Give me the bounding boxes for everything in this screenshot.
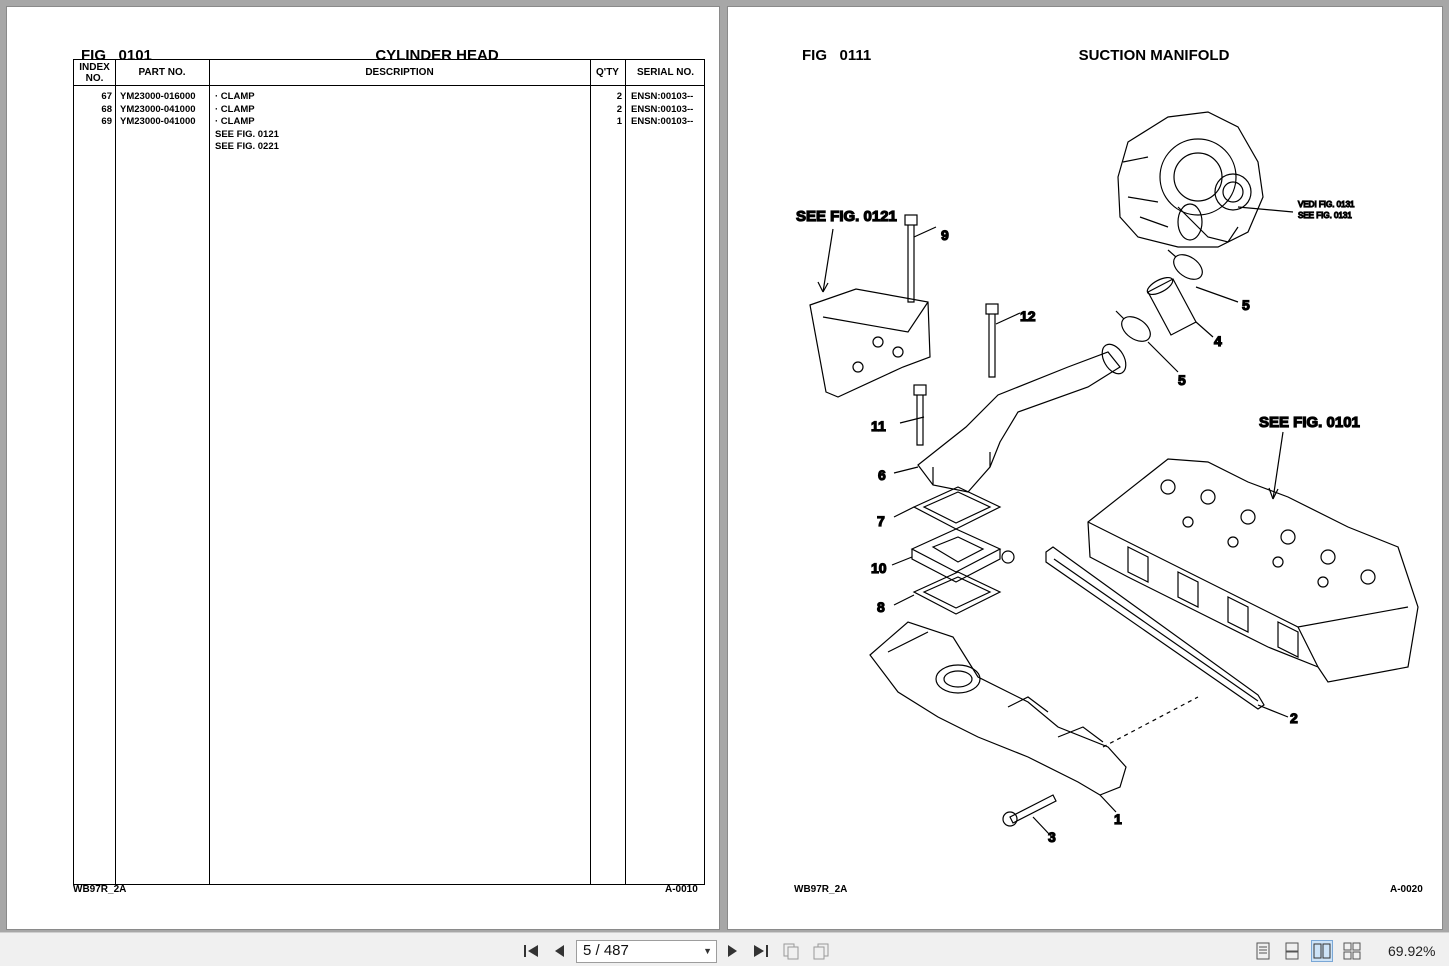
- gasket-8: [912, 571, 1002, 615]
- hose-sleeve: [1146, 276, 1197, 336]
- turbocharger-drawing: [1117, 111, 1264, 248]
- col-header-qty: Q'TY: [596, 67, 619, 78]
- ref-see-0131: SEE FIG. 0131: [1298, 211, 1352, 220]
- table-row: 67 YM23000-016000 · CLAMP 2 ENSN:00103--: [101, 91, 694, 102]
- callout-10: 10: [871, 560, 887, 576]
- hose-clamp-lower: [1115, 310, 1151, 342]
- table-row: SEE FIG. 0221: [215, 141, 279, 152]
- viewer-toolbar: 5 / 487 ▼ 69.92%: [0, 932, 1449, 966]
- continuous-icon[interactable]: [1283, 942, 1301, 960]
- callout-7: 7: [877, 513, 885, 529]
- first-page-icon[interactable]: [522, 942, 540, 960]
- single-page-icon[interactable]: [1254, 942, 1272, 960]
- parts-table: INDEX NO. PART NO. DESCRIPTION Q'TY SERI…: [73, 59, 705, 885]
- ref-see-fig-0101: SEE FIG. 0101: [1259, 414, 1360, 431]
- manifold-1: [869, 621, 1127, 796]
- callout-5-lower: 5: [1178, 372, 1186, 388]
- forward-view-icon[interactable]: [812, 942, 830, 960]
- callout-11: 11: [871, 418, 886, 434]
- two-page-icon[interactable]: [1311, 940, 1333, 962]
- page-right: FIG 0111 SUCTION MANIFOLD VEDI FIG. 0131…: [727, 6, 1443, 930]
- page-title-right: SUCTION MANIFOLD: [1078, 47, 1230, 64]
- back-view-icon[interactable]: [782, 942, 800, 960]
- bolt-11: [913, 384, 927, 446]
- page-number-input[interactable]: 5 / 487 ▼: [576, 940, 717, 963]
- callout-12: 12: [1020, 308, 1036, 324]
- callout-3: 3: [1048, 829, 1056, 845]
- callout-4: 4: [1214, 333, 1222, 349]
- gasket-7: [912, 486, 1002, 530]
- cylinder-head: [1087, 458, 1419, 683]
- bolt-3: [1002, 794, 1057, 827]
- col-header-serial: SERIAL NO.: [636, 67, 695, 78]
- ref-see-fig-0121: SEE FIG. 0121: [796, 208, 897, 225]
- hose-clamp-upper: [1167, 249, 1203, 280]
- footer-model: WB97R_2A: [73, 884, 127, 895]
- col-header-description: DESCRIPTION: [365, 67, 434, 78]
- heater-10: [910, 528, 1015, 583]
- fig-label-text: FIG: [802, 47, 827, 64]
- callout-9: 9: [941, 227, 949, 243]
- footer-page-code: A-0020: [1390, 884, 1423, 895]
- table-row: SEE FIG. 0121: [215, 128, 279, 140]
- callout-6: 6: [878, 467, 886, 483]
- col-header-part-no: PART NO.: [138, 67, 186, 78]
- ref-vedi-0131: VEDI FIG. 0131: [1298, 200, 1355, 209]
- document-viewport[interactable]: FIG 0101 CYLINDER HEAD INDEX NO. PART NO…: [0, 0, 1449, 932]
- chevron-down-icon[interactable]: ▼: [703, 946, 712, 956]
- callout-2: 2: [1290, 710, 1298, 726]
- exploded-diagram: VEDI FIG. 0131 SEE FIG. 0131: [795, 111, 1419, 846]
- page-left: FIG 0101 CYLINDER HEAD INDEX NO. PART NO…: [6, 6, 720, 930]
- callout-5-upper: 5: [1242, 297, 1250, 313]
- callout-8: 8: [877, 599, 885, 615]
- callout-1: 1: [1114, 811, 1122, 827]
- footer-page-code: A-0010: [665, 884, 698, 895]
- bolt-9: [904, 214, 918, 303]
- footer-model: WB97R_2A: [794, 884, 848, 895]
- bolt-12: [985, 303, 999, 378]
- fig-number-right: 0111: [839, 47, 872, 64]
- next-page-icon[interactable]: [724, 942, 742, 960]
- intake-pipe: [917, 343, 1127, 493]
- table-row: 69 YM23000-041000 · CLAMP 1 ENSN:00103--: [101, 116, 694, 127]
- zoom-level[interactable]: 69.92%: [1388, 943, 1436, 959]
- scroll-two-page-icon[interactable]: [1343, 942, 1361, 960]
- table-row: 68 YM23000-041000 · CLAMP 2 ENSN:00103--: [101, 103, 694, 115]
- bracket-drawing: [809, 288, 931, 398]
- col-header-index: INDEX NO.: [79, 61, 110, 84]
- page-indicator: 5 / 487: [583, 942, 629, 959]
- gasket-2: [1045, 546, 1265, 710]
- last-page-icon[interactable]: [752, 942, 770, 960]
- prev-page-icon[interactable]: [550, 942, 568, 960]
- fig-label-right: FIG 0111: [802, 47, 871, 64]
